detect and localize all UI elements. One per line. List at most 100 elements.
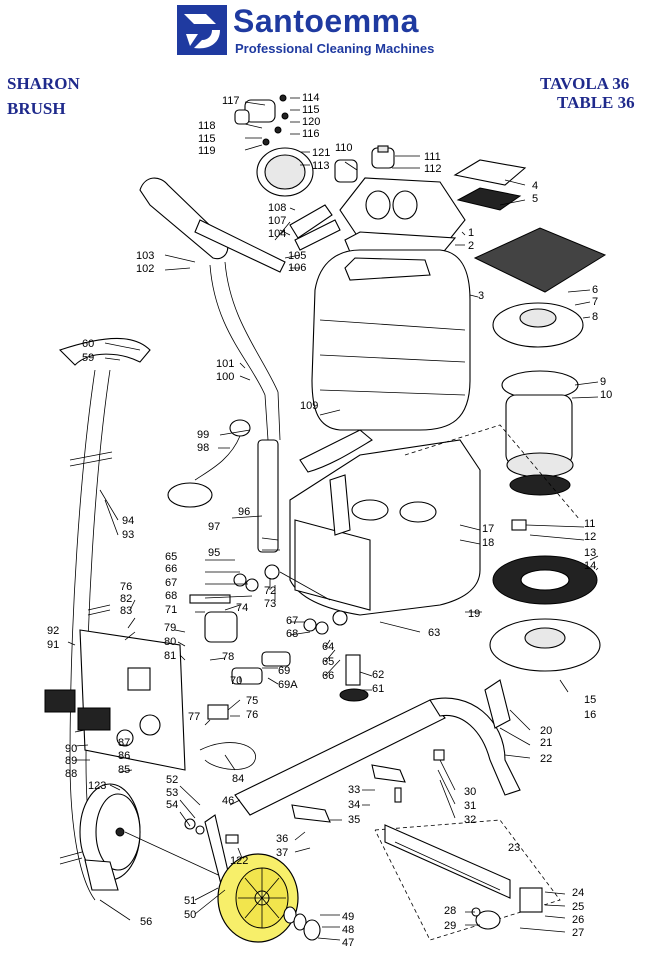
- part-number-label: 68: [286, 628, 298, 640]
- part-number-label: 34: [348, 799, 360, 811]
- part-number-label: 87: [118, 737, 130, 749]
- part-number-label: 51: [184, 895, 196, 907]
- part-number-label: 52: [166, 774, 178, 786]
- part-number-label: 99: [197, 429, 209, 441]
- part-number-label: 6: [592, 284, 598, 296]
- part-number-label: 84: [232, 773, 244, 785]
- part-nozzles: [334, 145, 395, 183]
- part-number-label: 97: [208, 521, 220, 533]
- part-number-label: 46: [222, 795, 234, 807]
- part-number-label: 100: [216, 371, 234, 383]
- part-number-label: 94: [122, 515, 134, 527]
- part-number-label: 106: [288, 262, 306, 274]
- part-number-label: 117: [222, 95, 240, 107]
- part-number-label: 95: [208, 547, 220, 559]
- part-number-label: 93: [122, 529, 134, 541]
- part-number-label: 105: [288, 250, 306, 262]
- santoemma-logo-icon: [177, 5, 227, 55]
- part-control-panel: [44, 629, 256, 771]
- part-number-label: 24: [572, 887, 584, 899]
- part-number-label: 66: [165, 563, 177, 575]
- part-number-label: 96: [238, 506, 250, 518]
- table-number-it: TAVOLA 36: [540, 74, 630, 93]
- part-number-label: 26: [572, 914, 584, 926]
- part-number-label: 86: [118, 750, 130, 762]
- part-number-label: 109: [300, 400, 318, 412]
- part-number-label: 20: [540, 725, 552, 737]
- part-seal-ring: [489, 555, 601, 672]
- part-number-label: 79: [164, 622, 176, 634]
- part-tube: [209, 261, 281, 553]
- part-number-label: 13: [584, 547, 596, 559]
- part-pump-valves: [189, 564, 369, 702]
- part-number-label: 25: [572, 901, 584, 913]
- part-number-label: 35: [348, 814, 360, 826]
- part-number-label: 3: [478, 290, 484, 302]
- part-number-label: 4: [532, 180, 538, 192]
- part-number-label: 80: [164, 636, 176, 648]
- table-number-en: TABLE 36: [557, 93, 635, 112]
- part-number-label: 91: [47, 639, 59, 651]
- part-cord-clip: [167, 419, 251, 508]
- part-number-label: 69A: [278, 679, 298, 691]
- part-number-label: 50: [184, 909, 196, 921]
- part-number-label: 48: [342, 924, 354, 936]
- part-number-label: 70: [230, 675, 242, 687]
- part-number-label: 68: [165, 590, 177, 602]
- part-brackets: [291, 749, 445, 823]
- part-number-label: 1: [468, 227, 474, 239]
- part-number-label: 62: [372, 669, 384, 681]
- part-number-label: 67: [165, 577, 177, 589]
- part-number-label: 14: [584, 560, 596, 572]
- part-number-label: 17: [482, 523, 494, 535]
- part-number-label: 31: [464, 800, 476, 812]
- part-number-label: 56: [140, 916, 152, 928]
- part-number-label: 67: [286, 615, 298, 627]
- part-number-label: 61: [372, 683, 384, 695]
- part-number-label: 64: [322, 641, 334, 653]
- part-number-label: 5: [532, 193, 538, 205]
- part-main-body: [289, 424, 581, 616]
- part-number-label: 101: [216, 358, 234, 370]
- part-number-label: 54: [166, 799, 178, 811]
- part-number-label: 112: [424, 163, 442, 175]
- part-cap-assembly: [234, 94, 314, 197]
- part-number-label: 76: [120, 581, 132, 593]
- part-number-label: 2: [468, 240, 474, 252]
- part-number-label: 111: [424, 151, 441, 163]
- part-motor: [501, 370, 579, 531]
- part-number-label: 15: [584, 694, 596, 706]
- part-head-cover: [339, 177, 466, 257]
- part-number-label: 63: [428, 627, 440, 639]
- part-washers: [283, 906, 321, 941]
- part-number-label: 90: [65, 743, 77, 755]
- part-number-label: 16: [584, 709, 596, 721]
- part-number-label: 53: [166, 787, 178, 799]
- part-number-label: 110: [335, 142, 353, 154]
- part-tank: [311, 249, 471, 431]
- part-chassis: [234, 679, 521, 816]
- part-number-label: 59: [82, 352, 94, 364]
- part-number-label: 113: [312, 160, 330, 172]
- part-axle-bracket: [124, 814, 241, 890]
- part-number-label: 83: [120, 605, 132, 617]
- part-number-label: 121: [312, 147, 330, 159]
- part-number-label: 115: [302, 104, 320, 116]
- brand-name: Santoemma: [233, 3, 419, 39]
- part-motor-support: [492, 302, 584, 348]
- part-number-label: 77: [188, 711, 200, 723]
- part-number-label: 65: [165, 551, 177, 563]
- part-number-label: 71: [165, 604, 177, 616]
- part-number-label: 73: [264, 598, 276, 610]
- part-brush: [374, 819, 561, 941]
- part-number-label: 28: [444, 905, 456, 917]
- part-handle: [139, 177, 341, 273]
- part-number-label: 23: [508, 842, 520, 854]
- part-number-label: 122: [230, 855, 248, 867]
- part-number-label: 78: [222, 651, 234, 663]
- part-number-label: 30: [464, 786, 476, 798]
- part-number-label: 47: [342, 937, 354, 949]
- model-name-line2: BRUSH: [7, 99, 66, 118]
